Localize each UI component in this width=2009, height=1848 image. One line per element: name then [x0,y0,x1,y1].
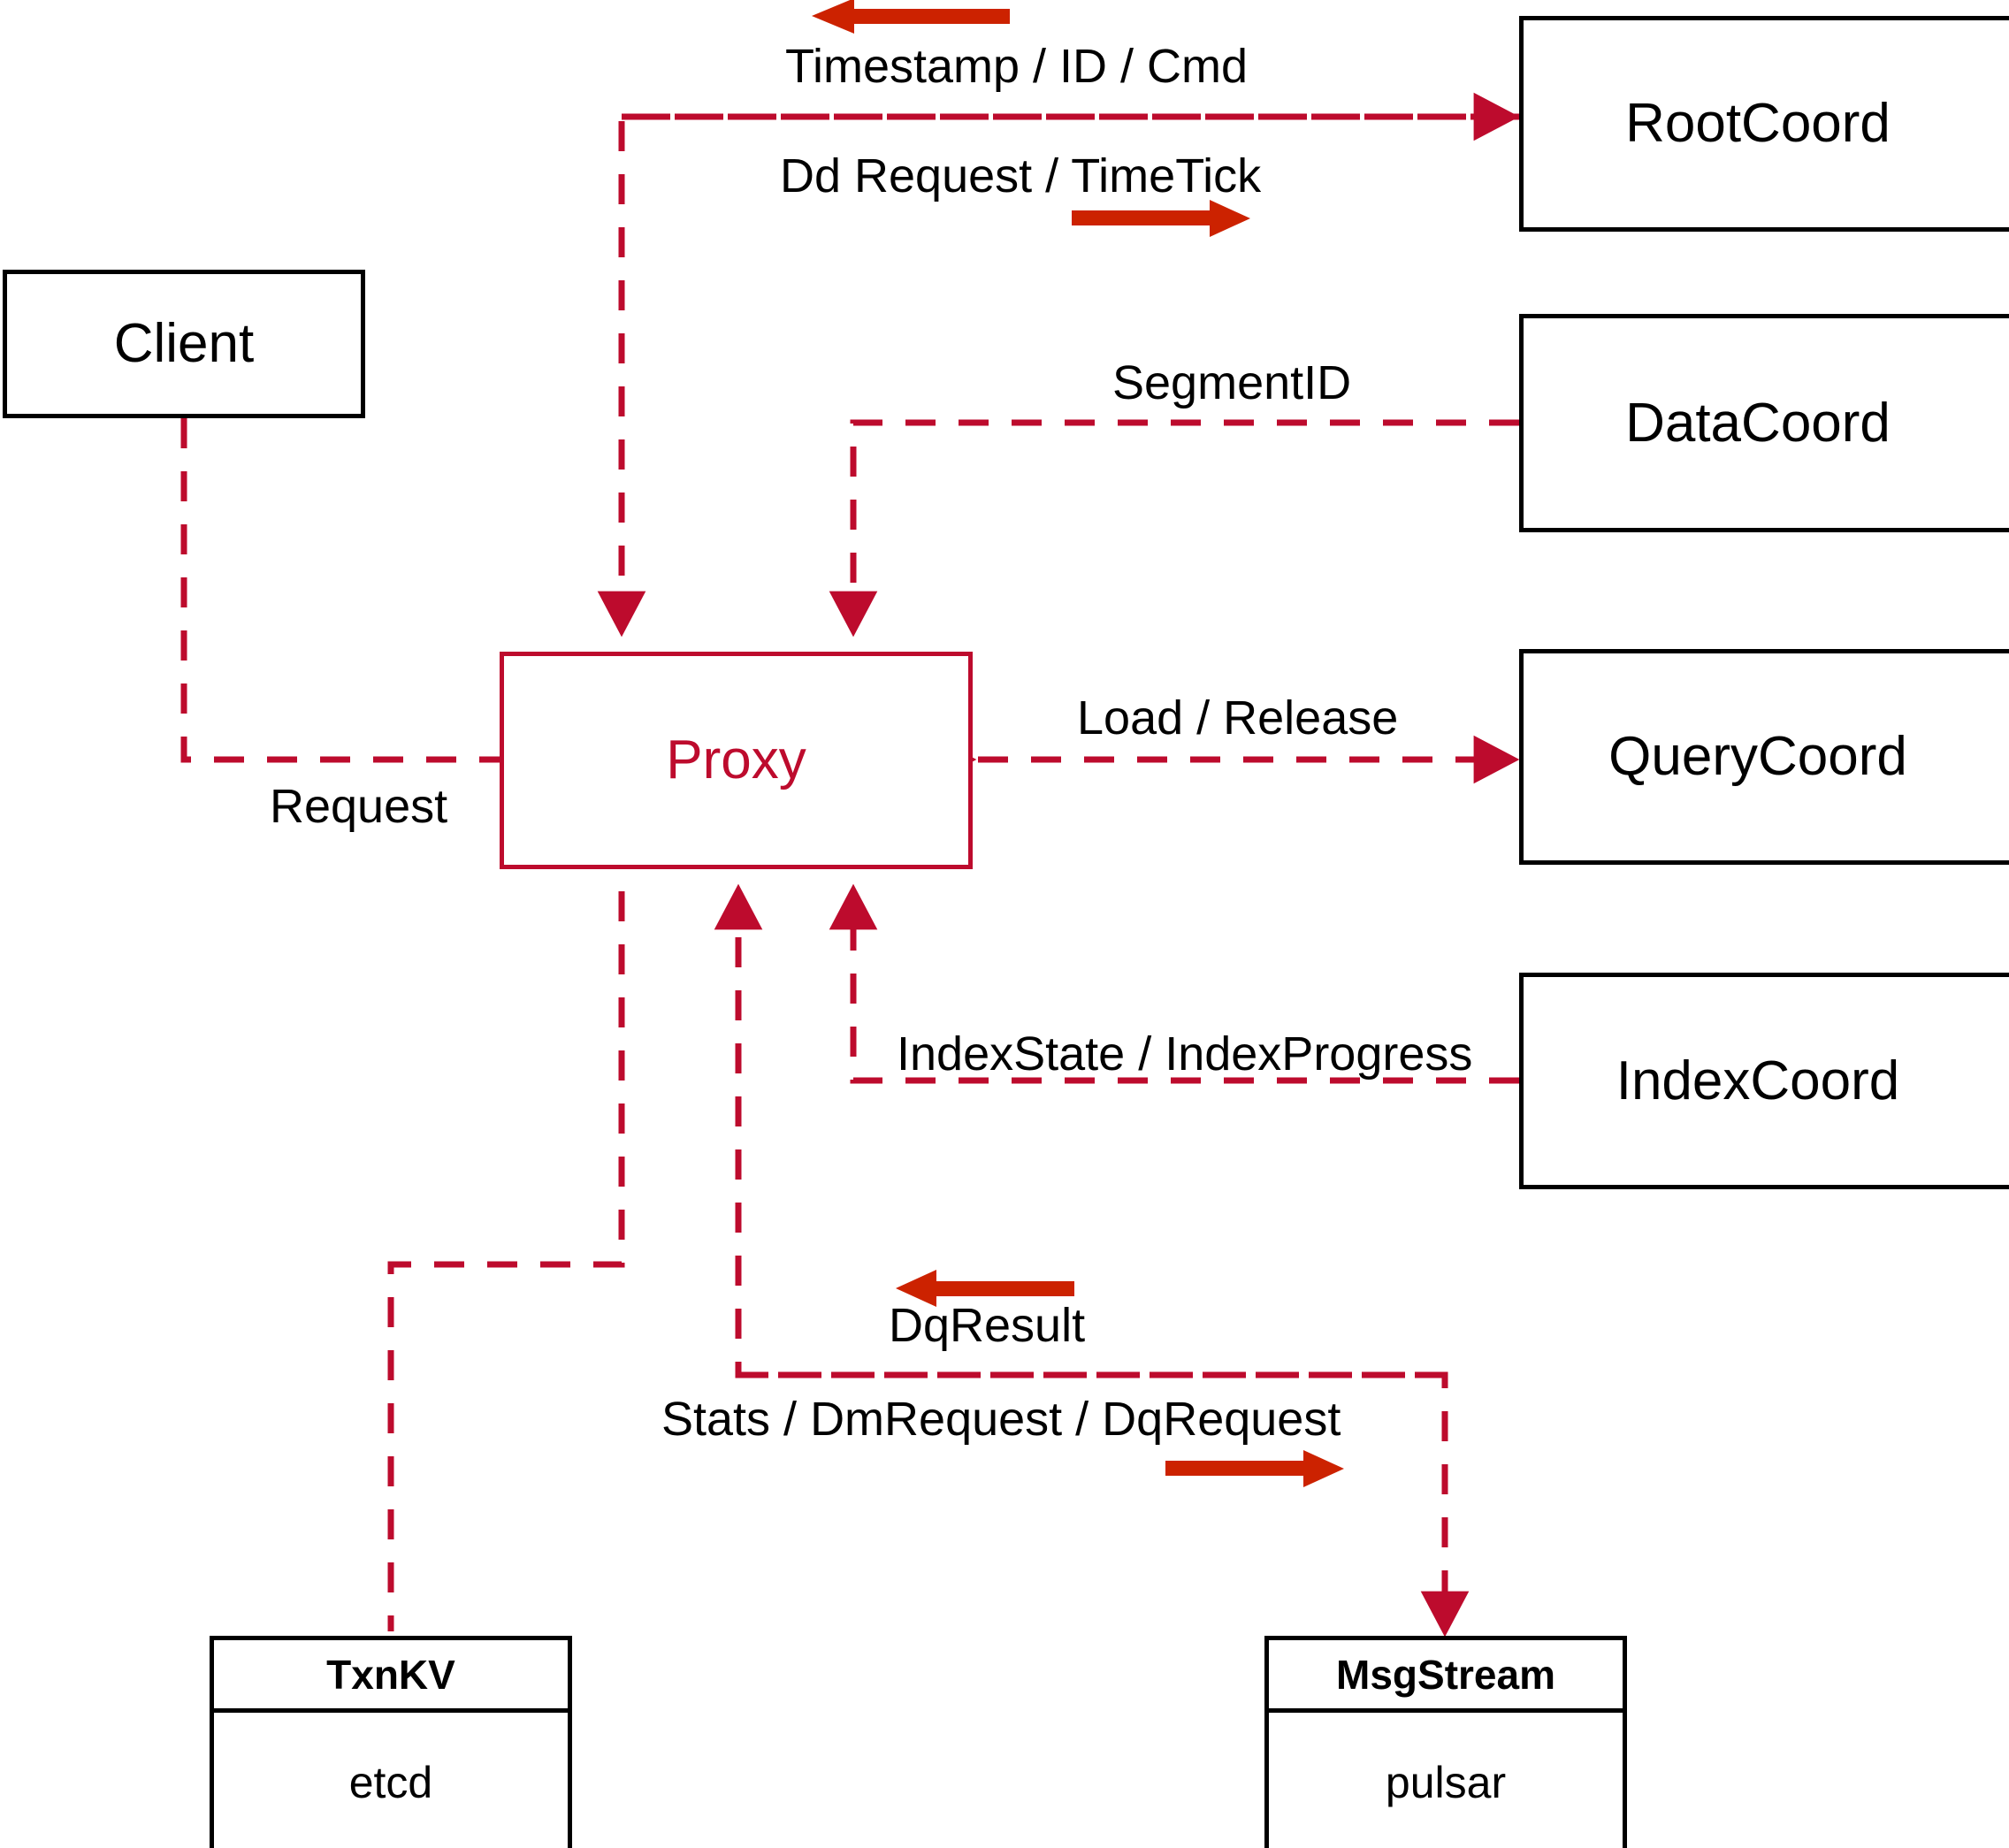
node-msgstream-impl: pulsar [1385,1758,1507,1807]
edge-label-request: Request [270,780,448,833]
node-indexcoord-label: IndexCoord [1616,1050,1900,1111]
edge-rootcoord-to-proxy [597,113,1519,638]
node-txnkv-title: TxnKV [326,1651,455,1698]
node-proxy-label: Proxy [666,729,806,790]
edge-proxy-to-msgstream [738,1371,1470,1638]
node-msgstream[interactable]: MsgStream pulsar [1264,1636,1627,1848]
direction-arrow-timestamp-left [812,0,1010,34]
edge-label-dd-request-timetick: Dd Request / TimeTick [780,149,1262,202]
edge-label-stats-dm-dq: Stats / DmRequest / DqRequest [661,1393,1341,1446]
edge-label-index-state-progress: IndexState / IndexProgress [897,1027,1473,1081]
direction-arrow-dqresult-left [896,1270,1074,1307]
node-msgstream-title: MsgStream [1336,1651,1555,1698]
edge-label-load-release: Load / Release [1077,691,1399,745]
edge-label-dq-result: DqResult [889,1299,1086,1352]
node-querycoord[interactable]: QueryCoord [1519,649,2009,865]
edge-indexcoord-to-proxy [829,883,1519,1084]
node-proxy[interactable]: Proxy [500,652,973,869]
node-indexcoord[interactable]: IndexCoord [1519,973,2009,1189]
node-datacoord[interactable]: DataCoord [1519,314,2009,532]
node-rootcoord-label: RootCoord [1625,93,1891,154]
edge-datacoord-to-proxy [829,419,1519,638]
node-querycoord-label: QueryCoord [1608,726,1907,787]
edge-label-timestamp-id-cmd: Timestamp / ID / Cmd [785,40,1249,93]
node-txnkv-header: TxnKV [214,1640,568,1713]
node-msgstream-body: pulsar [1269,1713,1623,1848]
edge-label-segment-id: SegmentID [1112,356,1352,409]
node-txnkv[interactable]: TxnKV etcd [210,1636,572,1848]
node-txnkv-impl: etcd [348,1758,433,1807]
node-rootcoord[interactable]: RootCoord [1519,16,2009,232]
node-datacoord-label: DataCoord [1625,392,1891,454]
node-msgstream-header: MsgStream [1269,1640,1623,1713]
edge-proxy-to-txnkv [387,891,625,1631]
node-txnkv-body: etcd [214,1713,568,1848]
direction-arrow-dqrequest-right [1165,1450,1344,1487]
edge-msgstream-to-proxy [714,883,1445,1378]
node-client-label: Client [113,313,255,374]
direction-arrow-ddrequest-right [1072,200,1250,237]
node-client[interactable]: Client [3,270,365,418]
